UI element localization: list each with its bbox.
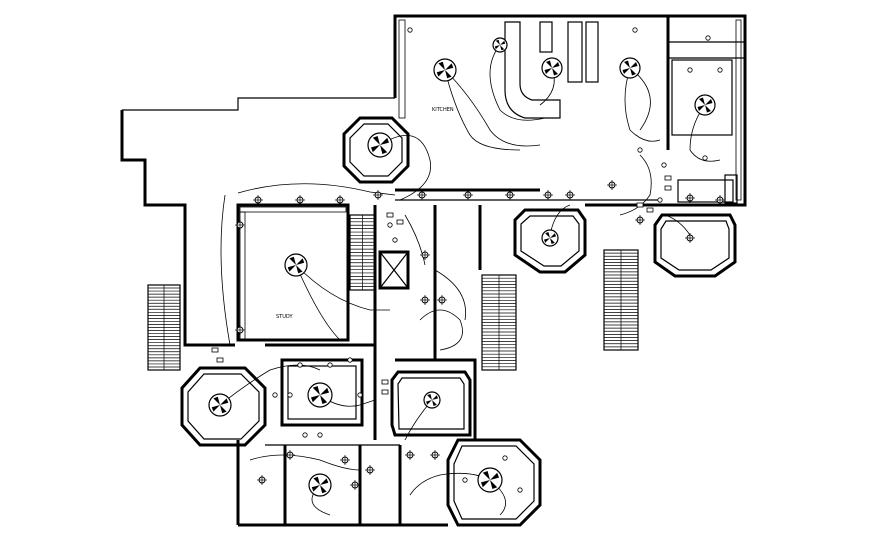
switch-icon (664, 185, 672, 191)
switch-icon (211, 347, 219, 353)
light-fixture-icon (685, 233, 695, 243)
recessed-light-icon (317, 432, 323, 438)
ceiling-fan-icon (694, 94, 716, 116)
light-fixtures (272, 27, 723, 493)
light-fixture-icon (607, 180, 617, 190)
exterior-walls (120, 14, 747, 527)
light-fixture-icon (257, 475, 267, 485)
switch-icon (381, 389, 389, 395)
light-fixture-icon (437, 295, 447, 305)
light-fixture-icon (235, 220, 245, 230)
ceiling-fan-icon (284, 253, 308, 277)
light-fixture-icon (335, 195, 345, 205)
corridor-fixtures (235, 180, 725, 490)
ceiling-fan-icon (423, 391, 441, 409)
ceiling-fan-icon (307, 382, 333, 408)
recessed-light-icon (347, 357, 353, 363)
light-fixture-icon (417, 190, 427, 200)
recessed-light-icon (392, 237, 398, 243)
recessed-light-icon (657, 197, 663, 203)
hatched-walls (239, 19, 742, 341)
recessed-light-icon (517, 487, 523, 493)
light-fixture-icon (365, 465, 375, 475)
recessed-light-icon (637, 147, 643, 153)
ceiling-fan-icon (433, 58, 457, 82)
kitchen-label: KITCHEN (432, 107, 454, 113)
light-fixture-icon (685, 193, 695, 203)
bay-room-lower-left (180, 366, 267, 447)
switch-icon (646, 207, 654, 213)
lower-center-room (390, 370, 472, 437)
right-bath (671, 59, 738, 204)
light-fixture-icon (285, 450, 295, 460)
light-fixture-icon (635, 215, 645, 225)
recessed-light-icon (632, 27, 638, 33)
staircase-center (349, 214, 376, 291)
staircase-left (147, 284, 181, 371)
staircase-right-1 (481, 274, 517, 371)
recessed-light-icon (272, 392, 278, 398)
recessed-light-icon (687, 67, 693, 73)
light-fixture-icon (565, 190, 575, 200)
switch-icon (381, 379, 389, 385)
recessed-light-icon (387, 222, 393, 228)
light-fixture-icon (295, 195, 305, 205)
light-fixture-icon (340, 455, 350, 465)
switch-icon (664, 175, 672, 181)
switch-icon (396, 219, 404, 225)
bay-room-lower-right (446, 438, 542, 527)
light-fixture-icon (405, 450, 415, 460)
staircase-right-2 (603, 249, 639, 351)
light-fixture-icon (420, 250, 430, 260)
bay-room-right (653, 213, 737, 278)
ceiling-fan-icon (208, 393, 232, 417)
ceiling-fan-icon (308, 473, 332, 497)
light-fixture-icon (253, 195, 263, 205)
recessed-light-icon (302, 432, 308, 438)
ceiling-fans (208, 37, 716, 497)
recessed-light-icon (462, 477, 468, 483)
recessed-light-icon (297, 362, 303, 368)
recessed-light-icon (287, 392, 293, 398)
elevator-shaft (378, 250, 410, 290)
kitchen-counters (504, 21, 599, 119)
recessed-light-icon (502, 455, 508, 461)
lower-center-left-room (280, 358, 364, 427)
light-fixture-icon (350, 480, 360, 490)
bay-room-upper-left (342, 116, 410, 184)
recessed-light-icon (702, 155, 708, 161)
light-fixture-icon (430, 450, 440, 460)
ceiling-fan-icon (367, 132, 393, 158)
recessed-light-icon (327, 362, 333, 368)
ceiling-fan-icon (619, 57, 641, 79)
recessed-light-icon (717, 67, 723, 73)
ceiling-fan-icon (492, 37, 508, 53)
bay-room-center (513, 208, 587, 274)
wiring (219, 44, 721, 516)
light-fixture-icon (420, 295, 430, 305)
light-fixture-icon (543, 190, 553, 200)
recessed-light-icon (661, 162, 667, 168)
light-fixture-icon (463, 190, 473, 200)
ceiling-fan-icon (541, 229, 559, 247)
switch-symbols (211, 175, 672, 395)
light-fixture-icon (235, 325, 245, 335)
switch-icon (636, 202, 644, 208)
light-fixture-icon (373, 190, 383, 200)
recessed-light-icon (357, 392, 363, 398)
light-fixture-icon (715, 195, 725, 205)
light-fixture-icon (505, 190, 515, 200)
ceiling-fan-icon (477, 467, 503, 493)
ceiling-fan-icon (541, 57, 563, 79)
recessed-light-icon (407, 27, 413, 33)
switch-icon (216, 357, 224, 363)
switch-icon (386, 212, 394, 218)
study-label: STUDY (276, 314, 293, 320)
recessed-light-icon (705, 35, 711, 41)
